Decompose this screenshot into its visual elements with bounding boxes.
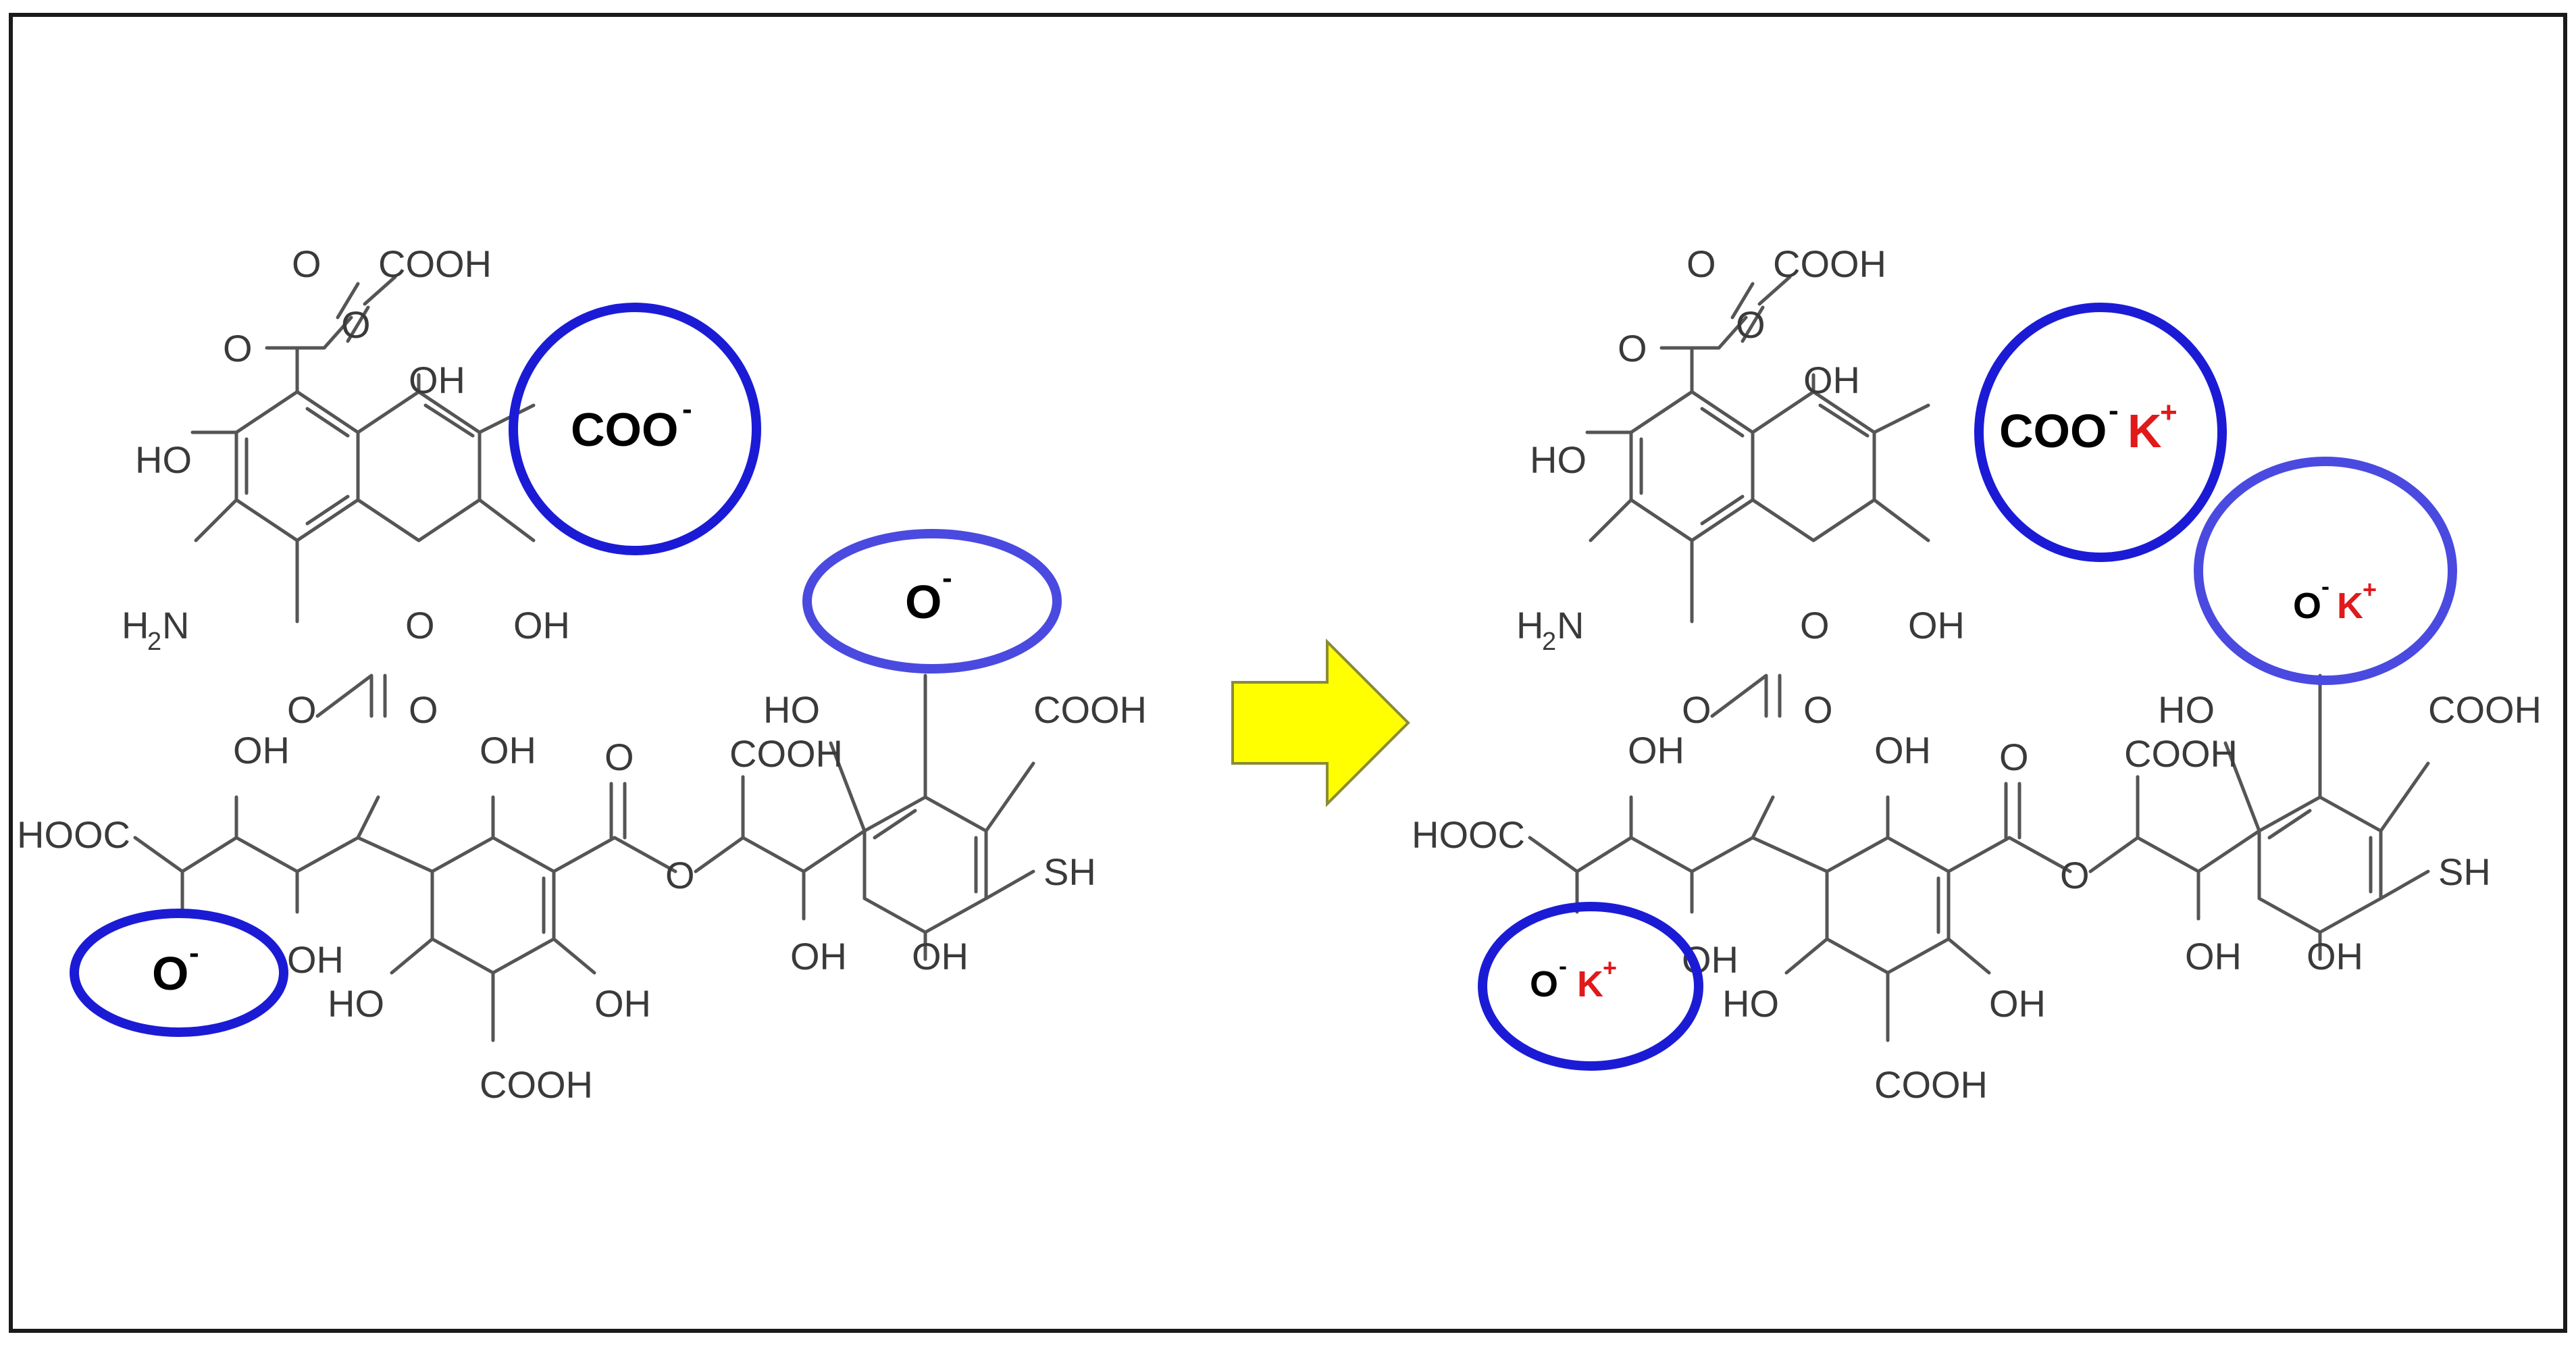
left-label-cooh-top: COOH [378,243,492,285]
right-label-sh: SH [2438,851,2491,893]
right-label-o-ester: O [1736,303,1766,346]
left-label-oh-chain1: OH [233,729,290,771]
left-label-oh-ring: OH [409,359,465,401]
right-label-h2n-sub: 2 [1542,628,1556,656]
right-label-o-carbonyl: O [1618,327,1647,370]
molecule-left: O COOH O O OH HO H 2 N O OH O O OH HOOC … [17,243,1147,1106]
left-label-o-ester2: O [665,854,695,896]
left-circle-o-right [802,529,1062,674]
right-label-oh-aryl-bottom: OH [2307,935,2363,978]
left-label-o-link: O [287,688,317,731]
left-label-ho-ring2: HO [328,982,384,1025]
right-label-h2n-h: H [1516,604,1543,646]
right-label-o-link-carbonyl: O [1803,688,1833,731]
left-label-cooh-bottom: COOH [480,1063,593,1106]
right-ion-coo-k-plus: + [2160,396,2178,429]
reaction-arrow [1231,638,1410,807]
left-ion-o-right: O [905,576,942,628]
left-circle-coo [509,303,761,555]
right-label-oh-ring2: OH [1989,982,2046,1025]
right-circle-o-k-right [2194,457,2457,685]
left-label-h2n-h: H [122,604,149,646]
left-label-oh-chain2: OH [287,938,344,981]
right-ion-o-right-minus: - [2321,572,2329,600]
right-ion-coo-minus: - [2109,394,2119,427]
right-label-oh-ring: OH [1803,359,1860,401]
right-ion-o-right-k-plus: + [2363,576,2377,603]
molecule-left-bonds [133,275,1035,1042]
right-label-cooh-top: COOH [1773,243,1886,285]
left-label-cooh-aryl: COOH [1033,688,1147,731]
right-label-oh-ring2-top: OH [1874,729,1931,771]
right-label-cooh-aryl: COOH [2428,688,2542,731]
right-ion-o-bottom-k-plus: + [1603,954,1617,982]
molecule-right-bonds [1528,275,2430,1042]
left-label-o-carbonyl2: O [604,736,634,778]
right-ion-o-bottom: O [1530,964,1558,1005]
right-label-o-top: O [1686,243,1716,285]
left-label-oh-ring2-top: OH [480,729,536,771]
left-label-oh-aryl-bottom: OH [912,935,969,978]
right-label-o-pyran: O [1800,604,1830,646]
right-label-h2n-n: N [1557,604,1584,646]
right-ion-o-bottom-k: K [1577,964,1603,1005]
right-circle-o-k-bottom [1478,902,1703,1071]
right-label-hooc: HOOC [1412,813,1525,856]
left-label-o-pyran: O [405,604,435,646]
left-ion-coo: COO [571,403,678,456]
right-label-cooh-bottom: COOH [1874,1063,1988,1106]
left-label-o-top: O [292,243,321,285]
left-label-ho-aryl: HO [763,688,820,731]
right-circle-coo-k [1974,303,2227,562]
right-label-ho-ring2: HO [1722,982,1779,1025]
right-label-oh-pyran: OH [1908,604,1965,646]
left-ion-coo-minus: - [682,392,692,426]
left-label-oh-ring2: OH [594,982,651,1025]
left-label-o-ester: O [341,303,371,346]
left-circle-o-bottom [70,909,288,1037]
right-label-cooh-mid: COOH [2124,732,2238,775]
right-label-o-carbonyl2: O [1999,736,2029,778]
right-label-oh-chain3: OH [2185,935,2242,978]
right-label-o-ester2: O [2060,854,2090,896]
right-label-oh-chain1: OH [1628,729,1684,771]
left-label-h2n-n: N [162,604,189,646]
left-ion-o-bottom-minus: - [189,936,199,969]
left-label-sh: SH [1044,851,1096,893]
right-ion-coo: COO [1999,405,2107,457]
right-label-ho-aryl: HO [2158,688,2215,731]
left-ion-o-bottom: O [152,947,188,1000]
molecule-right: O COOH O O OH HO H 2 N O OH O O OH HOOC … [1412,243,2542,1106]
left-label-h2n-sub: 2 [147,628,161,656]
right-ion-coo-k: K [2128,405,2162,457]
left-ion-o-right-minus: - [942,561,952,594]
left-label-cooh-mid: COOH [729,732,843,775]
right-label-o-link: O [1682,688,1711,731]
left-label-oh-pyran: OH [513,604,570,646]
right-label-ho-ring: HO [1530,438,1587,481]
right-ion-o-right-k: K [2337,586,2363,626]
left-label-o-carbonyl: O [223,327,253,370]
left-label-hooc: HOOC [17,813,130,856]
left-label-ho-ring: HO [135,438,192,481]
left-label-oh-chain3: OH [790,935,847,978]
left-label-o-link-carbonyl: O [409,688,438,731]
right-ion-o-right: O [2293,586,2321,626]
outer-frame [9,13,2567,1333]
right-ion-o-bottom-minus: - [1559,952,1567,980]
